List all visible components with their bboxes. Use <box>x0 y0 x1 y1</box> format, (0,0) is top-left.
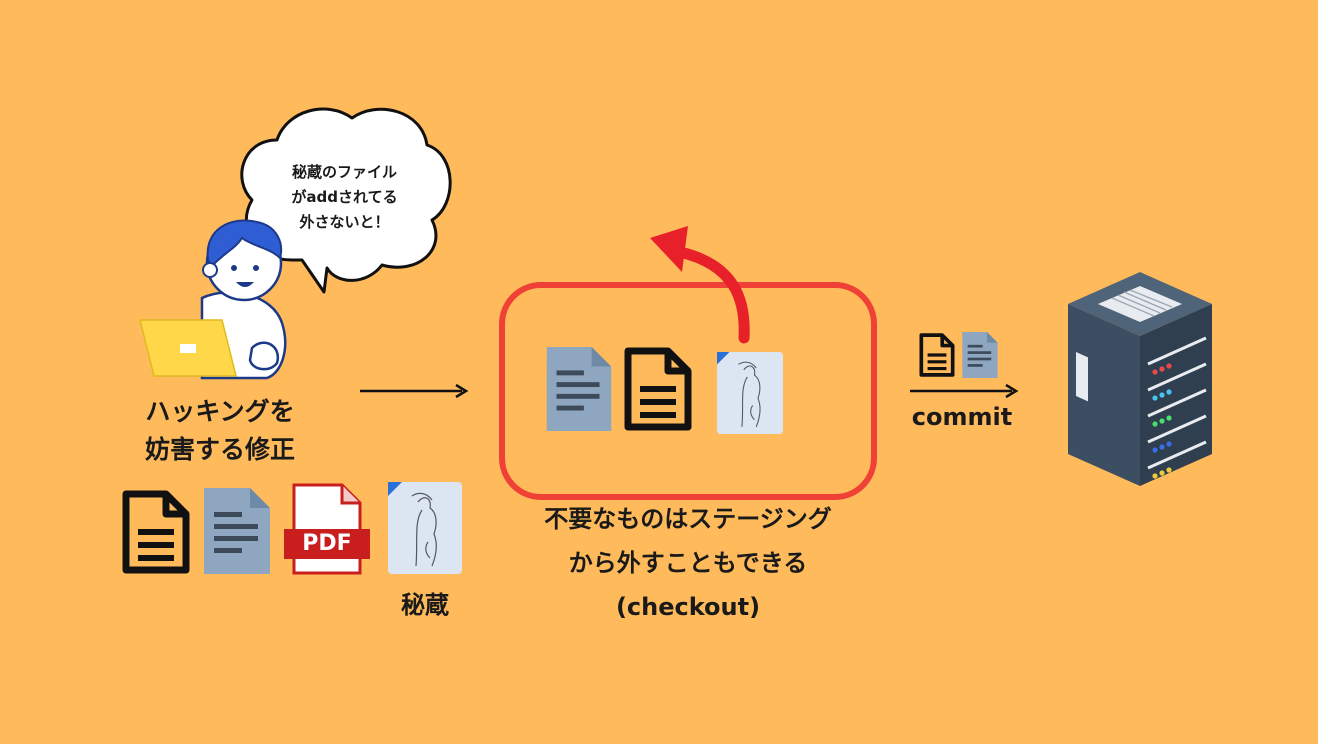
commit-arrow-right-icon <box>910 383 1019 399</box>
center-caption-line-2: から外すこともできる <box>568 549 808 577</box>
secret-image-file-icon <box>388 482 462 574</box>
document-gray-icon <box>204 488 270 574</box>
document-outline-icon <box>122 490 190 574</box>
curved-arrow-up-left-icon <box>650 226 750 344</box>
staged-document-outline-icon <box>624 347 692 431</box>
speech-line-3: 外さないと！ <box>299 213 390 231</box>
left-caption-line-1: ハッキングを <box>145 397 295 426</box>
server-rack-icon <box>1068 272 1212 486</box>
commit-document-outline-icon <box>919 333 955 377</box>
speech-bubble-text: 秘蔵のファイル がaddされてる 外さないと！ <box>262 160 427 235</box>
arrow-right-icon <box>360 383 469 399</box>
staged-secret-image-file-icon <box>717 352 783 434</box>
left-caption: ハッキングを 妨害する修正 <box>110 393 330 469</box>
staged-document-gray-icon <box>546 347 612 431</box>
commit-label: commit <box>911 403 1013 431</box>
speech-bubble-cloud-icon <box>240 107 452 294</box>
center-caption-line-3: (checkout) <box>615 593 761 621</box>
pdf-label: PDF <box>302 531 352 556</box>
commit-document-gray-icon <box>962 332 998 378</box>
center-caption-line-1: 不要なものはステージング <box>544 505 832 533</box>
center-caption: 不要なものはステージング から外すこともできる (checkout) <box>478 497 898 629</box>
speech-line-2: がaddされてる <box>291 188 398 206</box>
staging-area-box <box>499 282 877 500</box>
person-with-laptop-icon <box>139 219 287 380</box>
left-caption-line-2: 妨害する修正 <box>144 435 295 464</box>
pdf-file-icon: PDF <box>284 483 370 575</box>
secret-label: 秘蔵 <box>401 591 449 619</box>
speech-line-1: 秘蔵のファイル <box>291 163 397 181</box>
